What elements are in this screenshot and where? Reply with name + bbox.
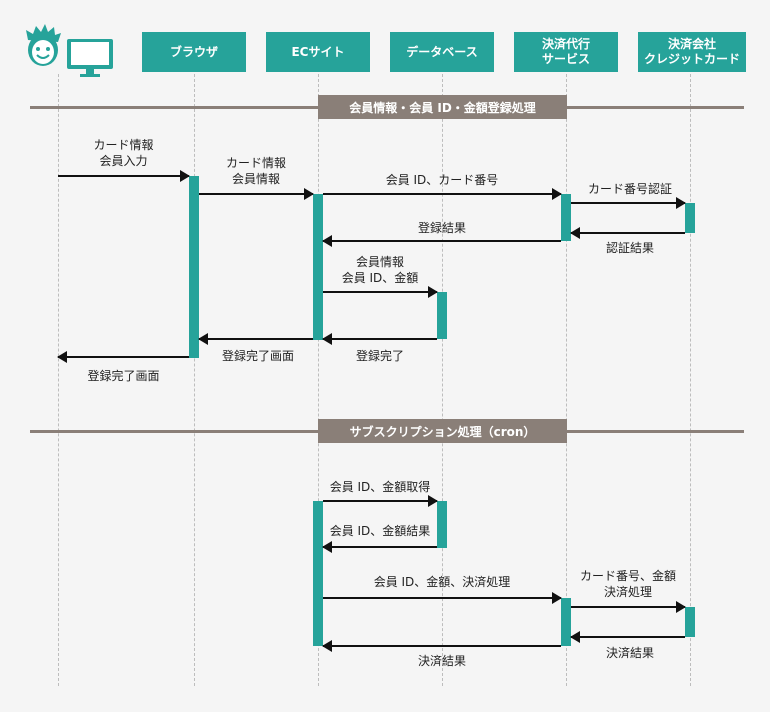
message-label: カード情報会員入力 — [93, 138, 154, 168]
lifeline-user — [58, 74, 59, 686]
message-arrow — [58, 170, 190, 182]
message-label: 登録完了画面 — [221, 349, 294, 363]
message-arrow — [323, 188, 562, 200]
activation-credit-card — [685, 607, 695, 637]
message-label: 決済結果 — [605, 646, 654, 660]
message-label: 登録完了 — [355, 349, 404, 363]
activation-ec-site — [313, 194, 323, 340]
lifeline-browser — [194, 74, 195, 686]
actor-ec-site: ECサイト — [266, 32, 370, 72]
message-label: カード番号認証 — [587, 182, 672, 196]
lifeline-credit-card — [690, 74, 691, 686]
message-arrow — [570, 227, 685, 239]
message-label: 決済結果 — [417, 654, 466, 668]
message-label: 登録結果 — [417, 221, 466, 235]
lifeline-database — [442, 74, 443, 686]
message-arrow — [322, 640, 561, 652]
activation-payment-agency — [561, 598, 571, 646]
message-label: カード番号、金額決済処理 — [579, 569, 676, 599]
activation-browser — [189, 176, 199, 358]
message-arrow — [571, 601, 686, 613]
message-arrow — [199, 188, 314, 200]
actor-credit-card: 決済会社クレジットカード — [638, 32, 746, 72]
actor-browser: ブラウザ — [142, 32, 246, 72]
message-label: 会員 ID、金額取得 — [329, 480, 431, 494]
activation-database — [437, 292, 447, 339]
message-arrow — [571, 197, 686, 209]
actor-database: データベース — [390, 32, 494, 72]
message-label: 会員 ID、カード番号 — [385, 173, 499, 187]
message-label: 会員情報会員 ID、金額 — [341, 255, 419, 285]
computer-monitor-icon — [67, 39, 113, 77]
message-label: 会員 ID、金額結果 — [329, 524, 431, 538]
message-arrow — [57, 351, 189, 363]
activation-ec-site — [313, 501, 323, 646]
message-arrow — [322, 333, 437, 345]
message-arrow — [323, 592, 562, 604]
lifeline-payment-agency — [566, 74, 567, 686]
message-arrow — [323, 495, 438, 507]
smiley-face-icon — [26, 24, 61, 66]
message-arrow — [323, 286, 438, 298]
activation-payment-agency — [561, 194, 571, 241]
message-label: 会員 ID、金額、決済処理 — [373, 575, 511, 589]
actor-payment-agency: 決済代行サービス — [514, 32, 618, 72]
message-arrow — [570, 631, 685, 643]
message-arrow — [322, 541, 437, 553]
message-label: カード情報会員情報 — [225, 156, 286, 186]
message-arrow — [198, 333, 313, 345]
activation-credit-card — [685, 203, 695, 233]
lifeline-ec-site — [318, 74, 319, 686]
message-label: 認証結果 — [605, 241, 654, 255]
section-label-registration: 会員情報・会員 ID・金額登録処理 — [318, 95, 567, 119]
message-label: 登録完了画面 — [87, 369, 160, 383]
section-label-subscription: サブスクリプション処理（cron） — [318, 419, 567, 443]
message-arrow — [322, 235, 561, 247]
activation-database — [437, 501, 447, 548]
